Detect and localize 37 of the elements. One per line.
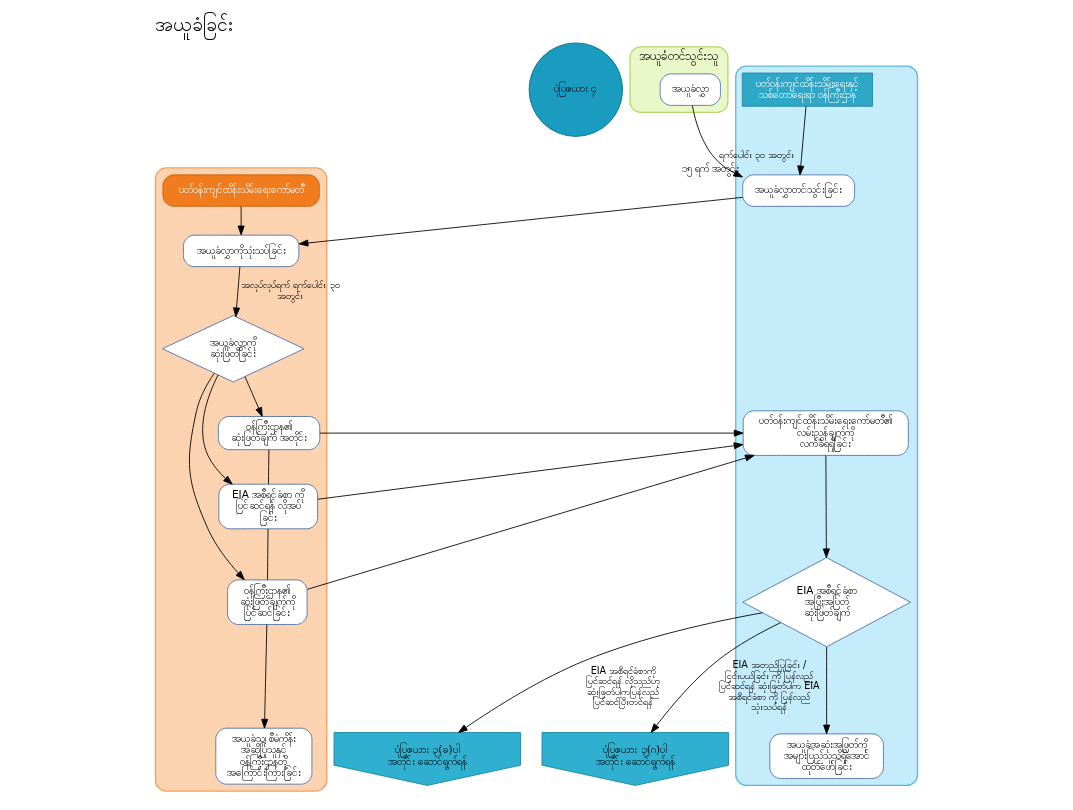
arrow bbox=[261, 624, 269, 729]
arrow bbox=[691, 105, 743, 178]
node-box: အယူခံသူ၊ စီမံကိန်း အဆိုပြုသူနှင့် ဝန်ကြီးဌာနတို့ အကြောင်းကြားခြင်း bbox=[215, 727, 313, 785]
edge-label: အလုပ်လုပ်ရက် ရက်ပေါင်း ၃၀ အတွင်း bbox=[241, 279, 340, 301]
arrow bbox=[306, 454, 755, 590]
arrow bbox=[319, 429, 744, 437]
node-diamond: အယူခံလွှာကို ဆုံးဖြတ်ခြင်း bbox=[162, 315, 305, 383]
arrow bbox=[822, 455, 830, 559]
edge-label: ရက်ပေါင်း ၃၀ အတွင်း bbox=[718, 149, 794, 161]
cluster bbox=[154, 167, 328, 792]
arrow bbox=[458, 612, 763, 733]
node-box: ပတ်ဝန်းကျင်ထိန်းသိမ်းရေးကော်မတီ၏ လမ်းညွှန်ချက်ကို လက်ခံရရှိခြင်း bbox=[742, 410, 909, 456]
connector bbox=[268, 449, 270, 485]
arrow bbox=[189, 372, 245, 581]
node-box: EIA အစီရင်ခံစာ ကို ပြင်ဆင်ရန် လိုအပ် ခြင်း bbox=[218, 483, 319, 530]
node-circle: ပုံပြဇယား ၄ bbox=[528, 42, 624, 137]
arrow bbox=[202, 374, 233, 485]
node-box: ဝန်ကြီးဌာန၏ ဆုံးဖြတ်ချက်ကို ပြင်ဆင်ခြင်း bbox=[227, 579, 308, 625]
arrow bbox=[233, 266, 241, 318]
connector bbox=[267, 528, 269, 581]
node-diamond: EIA အစီရင်ခံစာ အပြီးအပြတ် ဆုံးဖြတ်ချက် bbox=[742, 557, 911, 648]
node-box: ဝန်ကြီးဌာန၏ ဆုံးဖြတ်ချက် အတိုင်း bbox=[217, 416, 321, 451]
arrow bbox=[317, 442, 744, 500]
node-box: အယူခံလွှာ bbox=[659, 73, 721, 106]
arrow bbox=[298, 196, 744, 247]
node-box: ပတ်ဝန်းကျင်ထိန်းသိမ်းရေးကော်မတီ bbox=[162, 174, 320, 207]
edge-label: EIA အစီရင်ခံစာကို ပြင်ဆင်ရန် လိုသည်ဟု ဆုံးဖြတ်ပါကပြန်လည် ပြင်ဆင်ပြီးတင်ရန် bbox=[586, 664, 661, 708]
node-box: အယူခံလွှာကိုသုံးသပ်ခြင်း bbox=[183, 234, 300, 268]
edge-label: EIA အတည်ပြုခြင်း / ငြင်းပယ်ခြင်း ကို ပြန်လည် ပြင်ဆင်ရန် ဆုံးဖြတ်ပါက EIA အစီရင်ခံစာ ကို ပြန်လည် သုံးသပ်ရန် bbox=[719, 659, 820, 713]
arrow bbox=[823, 646, 831, 735]
arrow bbox=[237, 206, 245, 236]
node-box: အယူခံအဆုံးအဖြတ်ကို အများပြည်သူသိရှိအောင် ထုတ်ဖော်ခြင်း bbox=[769, 733, 884, 779]
arrow bbox=[244, 376, 263, 417]
arrow bbox=[797, 106, 807, 176]
arrow bbox=[650, 622, 782, 733]
node-box: အယူခံလွှာတင်သွင်းခြင်း bbox=[742, 174, 856, 207]
node-box: ပတ်ဝန်းကျင်ထိန်းသိမ်းရေးနှင့် သစ်တောရေးရာ ဝန်ကြီးဌာန bbox=[741, 72, 873, 107]
